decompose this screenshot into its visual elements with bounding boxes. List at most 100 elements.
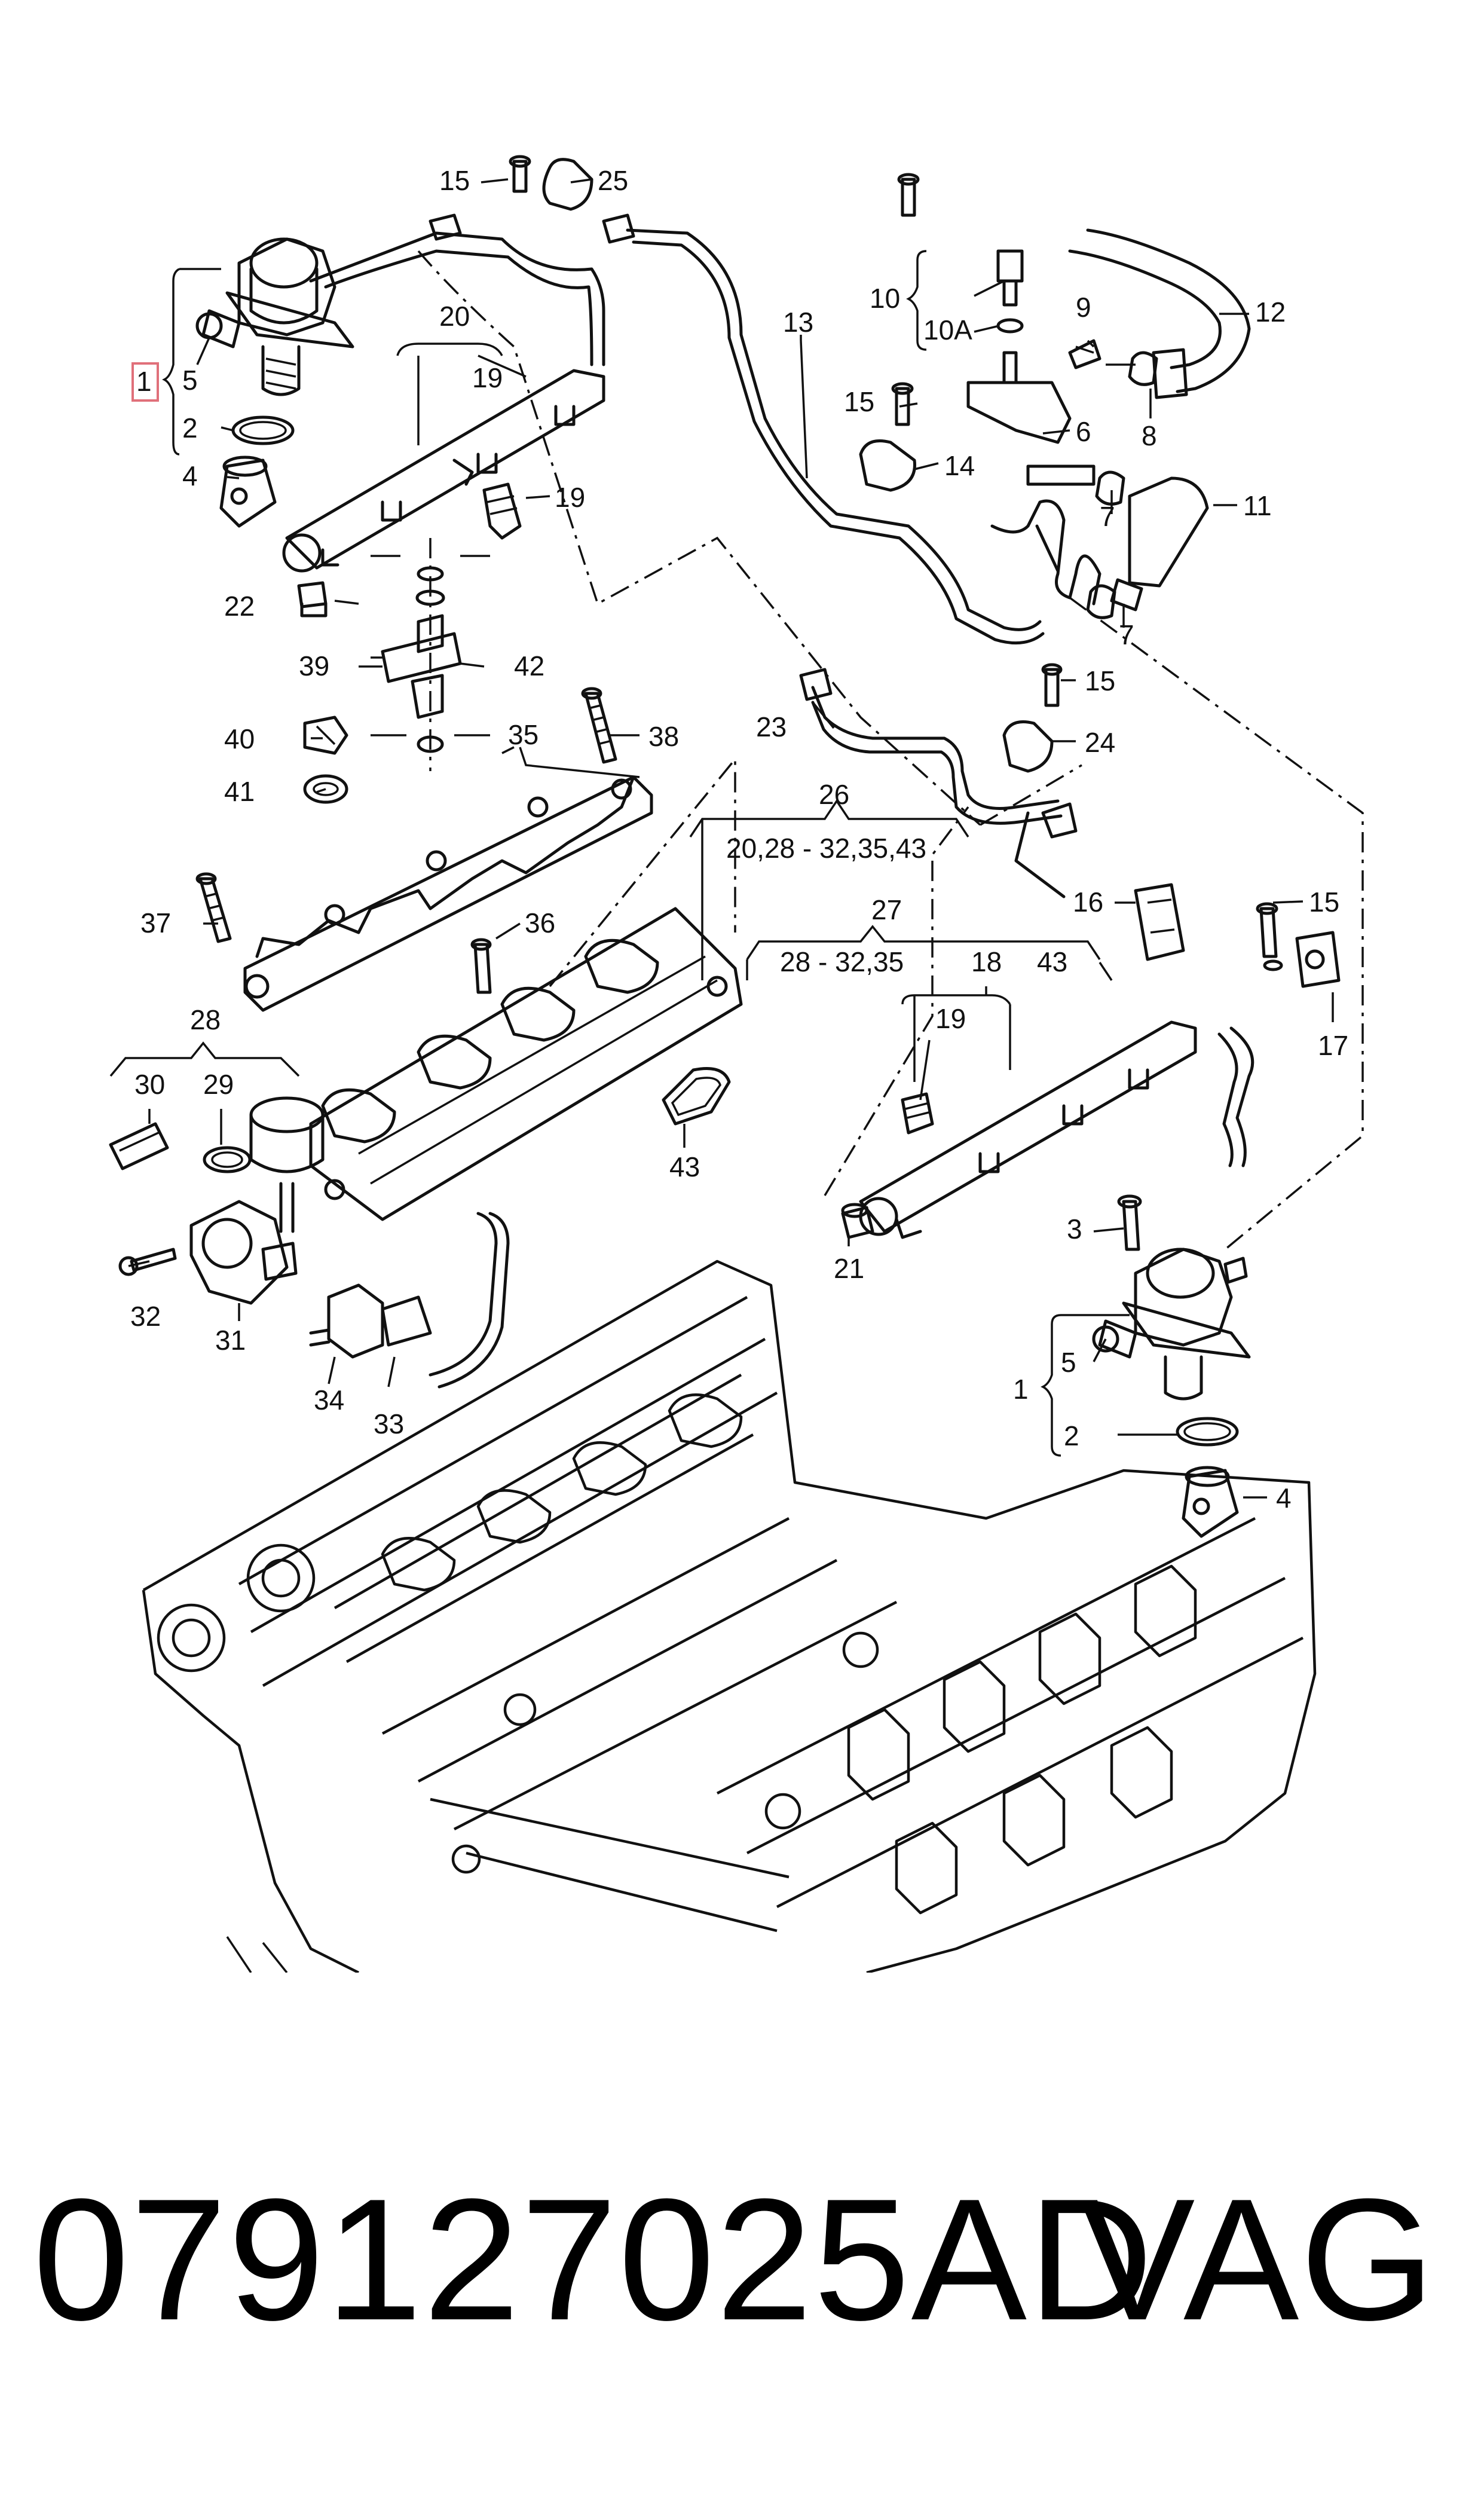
fuel-system-exploded-diagram: 1 5 2 4 15 25 20 19 19 13 10 10A 9 12 15… bbox=[109, 155, 1364, 1973]
callout-37: 37 bbox=[140, 907, 171, 938]
callout-8: 8 bbox=[1142, 420, 1157, 451]
callout-43: 43 bbox=[669, 1151, 700, 1182]
callout-1: 1 bbox=[136, 366, 152, 397]
valve-33-34 bbox=[309, 1283, 432, 1359]
callout-33: 33 bbox=[374, 1408, 404, 1439]
callout-6: 6 bbox=[1076, 416, 1091, 447]
pressure-sensor-22 bbox=[297, 581, 328, 617]
bracket-6 bbox=[966, 339, 1101, 444]
callout-25: 25 bbox=[598, 165, 628, 196]
callout-18: 18 bbox=[971, 946, 1002, 977]
callout-20: 20 bbox=[439, 301, 470, 332]
throttle-part-29-30 bbox=[109, 1122, 252, 1173]
callout-15: 15 bbox=[844, 386, 874, 417]
pressure-sensor-10 bbox=[996, 249, 1024, 334]
callout-26-range: 20,28 - 32,35,43 bbox=[726, 833, 926, 864]
fittings-misc bbox=[429, 155, 1078, 839]
callout-13: 13 bbox=[783, 307, 813, 338]
hose-11 bbox=[1110, 476, 1209, 612]
leader-lines bbox=[109, 178, 1334, 1499]
callout-22: 22 bbox=[224, 591, 255, 622]
callout-15: 15 bbox=[439, 165, 470, 196]
callout-3: 3 bbox=[1067, 1213, 1082, 1245]
callout-11: 11 bbox=[1243, 490, 1272, 521]
callout-17: 17 bbox=[1318, 1030, 1348, 1061]
hose-12 bbox=[1068, 228, 1251, 399]
vacuum-unit bbox=[249, 1096, 325, 1233]
callout-4: 4 bbox=[182, 460, 198, 491]
callout-35: 35 bbox=[508, 719, 538, 750]
callout-26: 26 bbox=[819, 779, 849, 810]
callout-10: 10 bbox=[870, 283, 900, 314]
fuel-rail-left bbox=[282, 369, 605, 573]
seal-ring-top bbox=[231, 415, 295, 445]
callout-15: 15 bbox=[1309, 886, 1339, 918]
clamp-17 bbox=[1295, 931, 1341, 988]
callout-4: 4 bbox=[1276, 1482, 1292, 1514]
highlight-box bbox=[131, 362, 159, 402]
securing-clip-41 bbox=[303, 774, 348, 804]
callout-5: 5 bbox=[1061, 1347, 1076, 1378]
high-pressure-pump-bottom bbox=[1092, 1248, 1251, 1401]
callout-16: 16 bbox=[1073, 886, 1103, 918]
callout-5: 5 bbox=[182, 365, 198, 396]
callout-23: 23 bbox=[756, 711, 787, 742]
callout-7: 7 bbox=[1100, 501, 1115, 532]
callout-36: 36 bbox=[525, 907, 555, 938]
callout-24: 24 bbox=[1085, 727, 1115, 758]
callout-14: 14 bbox=[944, 450, 975, 481]
roller-tappet-top bbox=[219, 455, 277, 528]
callout-1: 1 bbox=[1013, 1374, 1029, 1405]
gasket-43-left bbox=[662, 1067, 731, 1126]
callout-31: 31 bbox=[215, 1325, 246, 1356]
callout-41: 41 bbox=[224, 776, 255, 807]
damper-16 bbox=[1134, 883, 1185, 961]
fuel-rail-right bbox=[859, 1020, 1197, 1239]
dashed-reference-lines bbox=[417, 250, 1364, 1251]
callout-39: 39 bbox=[299, 650, 329, 681]
pressure-sensor-19-top bbox=[482, 482, 522, 540]
callout-15: 15 bbox=[1085, 665, 1115, 696]
support-ring-40 bbox=[303, 716, 348, 755]
bolt-36 bbox=[470, 938, 492, 994]
callout-12: 12 bbox=[1255, 296, 1286, 328]
bolt-3 bbox=[1117, 1194, 1142, 1251]
callout-21: 21 bbox=[834, 1253, 864, 1284]
callout-40: 40 bbox=[224, 723, 255, 754]
callout-labels: 1 5 2 4 15 25 20 19 19 13 10 10A 9 12 15… bbox=[130, 165, 1348, 1514]
callout-19: 19 bbox=[935, 1003, 966, 1034]
callout-29: 29 bbox=[203, 1069, 234, 1100]
bolt-32 bbox=[118, 1248, 177, 1276]
callout-43: 43 bbox=[1037, 946, 1067, 977]
bolt-15-right bbox=[1256, 902, 1283, 971]
callout-32: 32 bbox=[130, 1301, 161, 1332]
cylinder-head-block bbox=[142, 1259, 1317, 1973]
callout-10A: 10A bbox=[923, 314, 972, 346]
callout-34: 34 bbox=[314, 1384, 344, 1416]
bolt-38 bbox=[581, 687, 617, 764]
clamps-7-8 bbox=[1026, 351, 1158, 619]
sensor-31 bbox=[189, 1200, 298, 1305]
callout-2: 2 bbox=[1064, 1420, 1079, 1451]
cover-35 bbox=[243, 775, 653, 1012]
injector-group bbox=[371, 538, 490, 771]
callout-27-range: 28 - 32,35 bbox=[780, 946, 904, 977]
brand-name: VAG bbox=[1079, 2163, 1436, 2356]
callout-9: 9 bbox=[1076, 292, 1091, 323]
sensor-19-right bbox=[901, 1092, 934, 1135]
bolt-37 bbox=[195, 872, 232, 943]
callout-28: 28 bbox=[190, 1004, 221, 1035]
plug-21 bbox=[841, 1203, 874, 1239]
callout-19: 19 bbox=[472, 362, 503, 393]
callout-2: 2 bbox=[182, 412, 198, 444]
high-pressure-pump-top bbox=[195, 237, 354, 396]
fuel-lines bbox=[309, 228, 1254, 1389]
callout-19: 19 bbox=[555, 482, 585, 513]
callout-42: 42 bbox=[514, 650, 544, 681]
callout-30: 30 bbox=[134, 1069, 165, 1100]
callout-38: 38 bbox=[648, 721, 679, 752]
seal-ring-bottom bbox=[1176, 1417, 1239, 1447]
callout-27: 27 bbox=[871, 894, 902, 925]
part-number: 079127025AD bbox=[33, 2163, 1155, 2356]
callout-7: 7 bbox=[1119, 619, 1134, 650]
